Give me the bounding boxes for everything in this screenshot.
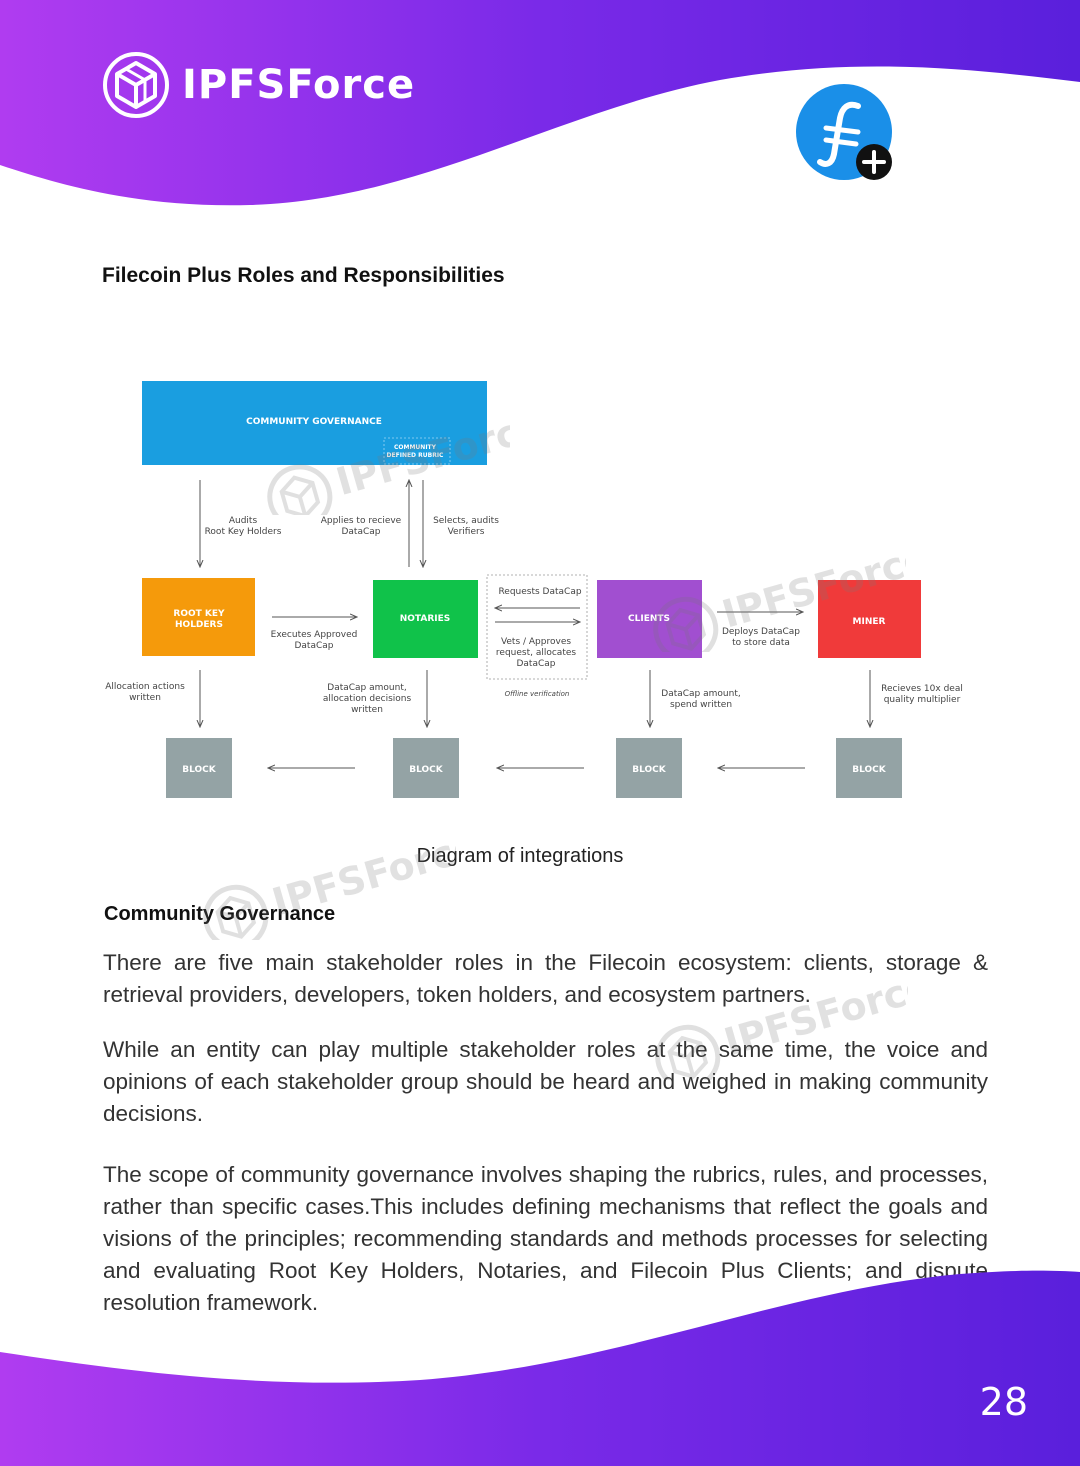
vets-label-2: request, allocates — [496, 648, 576, 658]
selects-label-2: Verifiers — [448, 527, 485, 537]
receives-label-2: quality multiplier — [884, 695, 961, 705]
allocation-label-2: written — [129, 693, 161, 703]
deploys-label-1: Deploys DataCap — [722, 627, 800, 637]
block-3-label: BLOCK — [632, 765, 667, 775]
brand-logo: IPFSForce — [102, 50, 415, 120]
block-1 — [166, 738, 232, 798]
page-number: 28 — [979, 1380, 1028, 1424]
block-4 — [836, 738, 902, 798]
integration-diagram: COMMUNITY GOVERNANCE COMMUNITY DEFINED R… — [105, 381, 963, 798]
root-key-holders-box — [142, 578, 255, 656]
offline-label: Offline verification — [505, 690, 570, 698]
community-governance-box — [142, 381, 487, 465]
brand-name: IPFSForce — [182, 62, 416, 108]
paragraph-3: The scope of community governance involv… — [103, 1162, 988, 1315]
vets-label-3: DataCap — [516, 659, 555, 669]
community-rubric-label-1: COMMUNITY — [394, 444, 437, 451]
receives-label-1: Recieves 10x deal — [881, 684, 963, 694]
notaries-label: NOTARIES — [400, 614, 451, 624]
root-key-label-1: ROOT KEY — [173, 609, 225, 619]
footer-wave-background — [0, 1270, 1080, 1466]
community-rubric-box — [383, 437, 451, 465]
page-title: Filecoin Plus Roles and Responsibilities — [102, 264, 505, 287]
diagram-caption: Diagram of integrations — [416, 845, 624, 867]
header-wave-background — [0, 0, 1080, 206]
vets-label-1: Vets / Approves — [501, 637, 571, 647]
datacap-notary-label-2: allocation decisions — [323, 694, 412, 704]
requests-label: Requests DataCap — [498, 587, 581, 597]
community-governance-label: COMMUNITY GOVERNANCE — [246, 417, 382, 427]
audits-label-1: Audits — [229, 516, 258, 526]
offline-verification-box — [486, 574, 588, 680]
datacap-notary-label-3: written — [351, 705, 383, 715]
paragraph-2: While an entity can play multiple stakeh… — [103, 1037, 988, 1126]
section-heading: Community Governance — [104, 903, 336, 925]
block-3 — [616, 738, 682, 798]
block-4-label: BLOCK — [852, 765, 887, 775]
datacap-client-label-2: spend written — [670, 700, 732, 710]
miner-box — [818, 580, 921, 658]
block-2-label: BLOCK — [409, 765, 444, 775]
applies-label-1: Applies to recieve — [321, 516, 402, 526]
root-key-label-2: HOLDERS — [175, 620, 223, 630]
miner-label: MINER — [853, 617, 886, 627]
block-1-label: BLOCK — [182, 765, 217, 775]
applies-label-2: DataCap — [341, 527, 380, 537]
selects-label-1: Selects, audits — [433, 516, 499, 526]
community-rubric-label-2: DEFINED RUBRIC — [387, 452, 445, 459]
datacap-client-label-1: DataCap amount, — [661, 689, 740, 699]
notaries-box — [373, 580, 478, 658]
block-2 — [393, 738, 459, 798]
executes-label-2: DataCap — [294, 641, 333, 651]
paragraph-1: There are five main stakeholder roles in… — [103, 950, 988, 1007]
datacap-notary-label-1: DataCap amount, — [327, 683, 406, 693]
clients-label: CLIENTS — [628, 614, 670, 624]
cube-logo-icon — [103, 52, 169, 118]
filecoin-plus-icon — [796, 84, 892, 180]
executes-label-1: Executes Approved — [271, 630, 358, 640]
audits-label-2: Root Key Holders — [205, 527, 282, 537]
allocation-label-1: Allocation actions — [105, 682, 185, 692]
clients-box — [597, 580, 702, 658]
deploys-label-2: to store data — [732, 638, 790, 648]
